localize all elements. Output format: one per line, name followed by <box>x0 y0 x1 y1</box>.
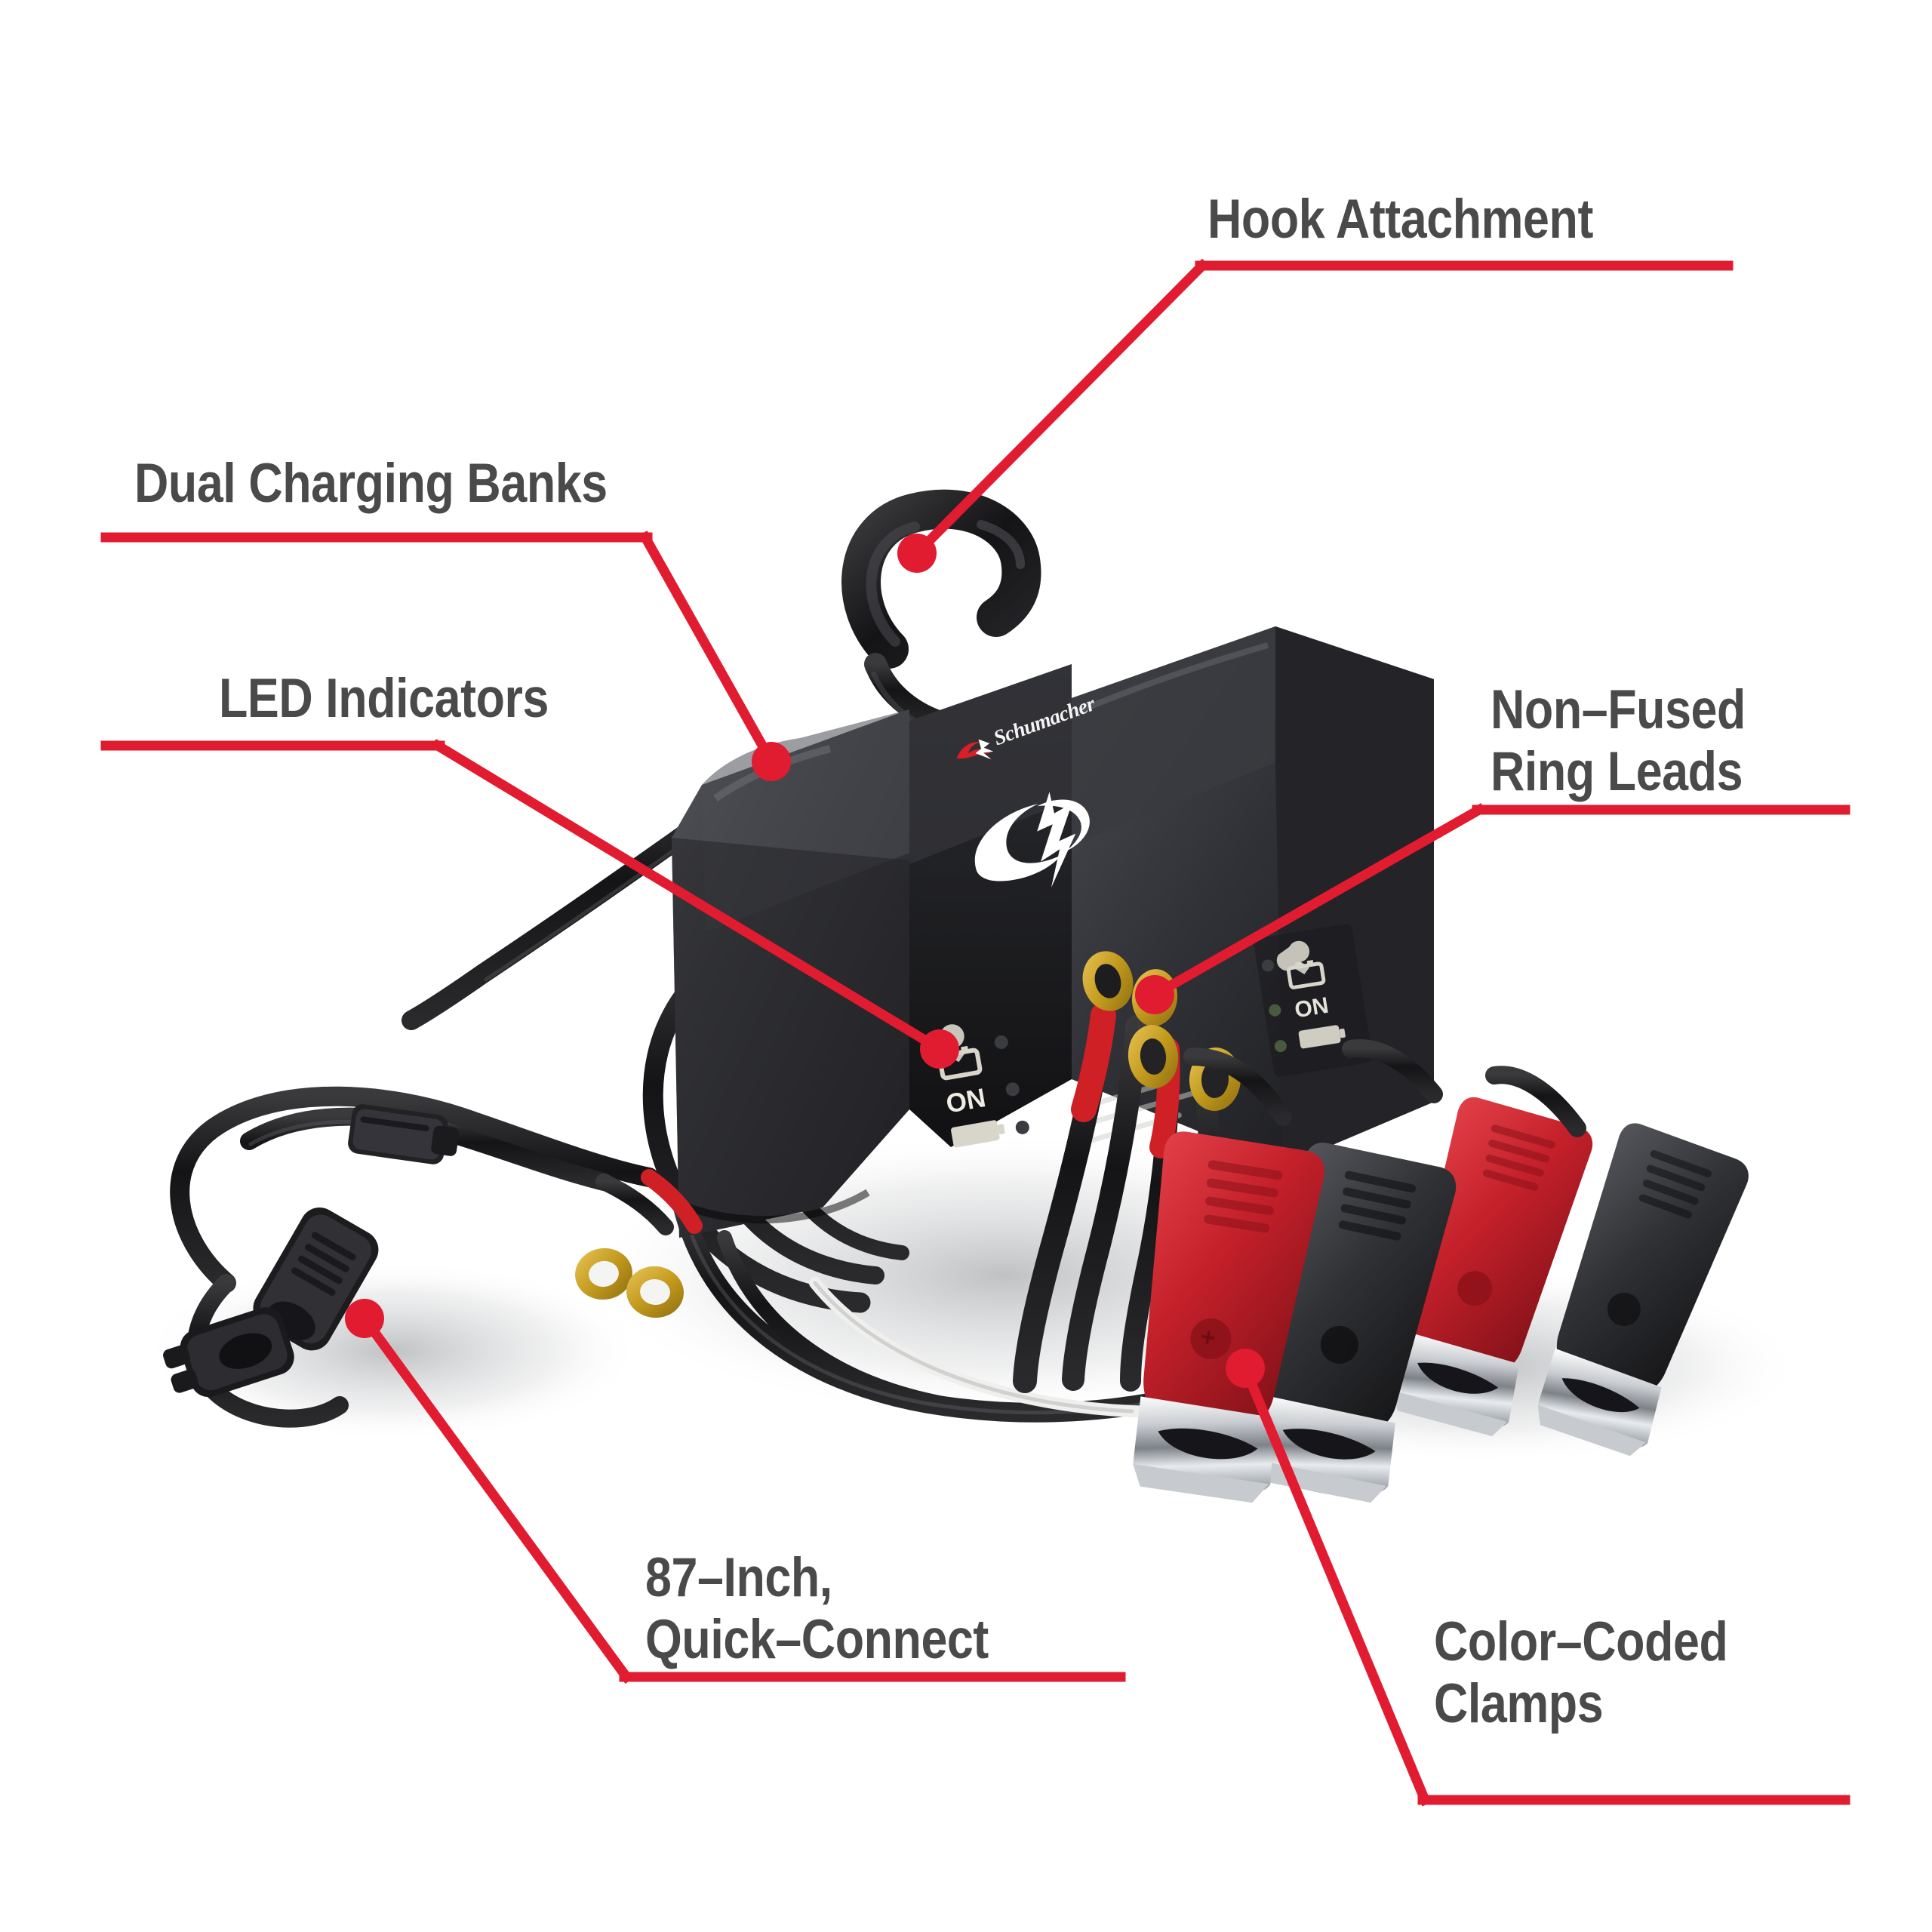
leader-non-fused-ring-leads <box>1135 803 1850 1014</box>
sae-connector <box>253 1208 379 1351</box>
callout-label-dual-charging-banks: Dual Charging Banks <box>134 453 608 514</box>
brand-logo <box>974 792 1090 888</box>
clamp-group: + <box>1133 1039 1749 1503</box>
negative-clamp-2 <box>1537 1123 1749 1457</box>
callout-label-hook-attachment: Hook Attachment <box>1208 189 1593 250</box>
leader-led-indicators <box>100 739 959 1069</box>
leader-quick-connect <box>345 1299 1126 1684</box>
leader-color-coded-clamps <box>1226 1349 1850 1807</box>
ring-lead-cables <box>1013 951 1241 1393</box>
quick-connect-harness <box>163 1086 703 1428</box>
callout-label-color-coded-clamps: Color–Coded Clamps <box>1434 1611 1728 1734</box>
svg-text:ON: ON <box>1293 993 1331 1023</box>
positive-clamp-2 <box>1393 1097 1593 1437</box>
callout-label-quick-connect: 87–Inch, Quick–Connect <box>645 1547 989 1670</box>
harness-ring-terminals <box>575 1169 703 1318</box>
leader-hook-attachment <box>897 258 1734 573</box>
leader-dual-charging-banks <box>100 531 791 781</box>
svg-text:ON: ON <box>944 1083 988 1119</box>
callout-label-non-fused-ring-leads: Non–Fused Ring Leads <box>1491 679 1746 802</box>
sae-dust-cap <box>163 1307 294 1398</box>
inline-fuse-holder <box>348 1104 460 1164</box>
callout-label-led-indicators: LED Indicators <box>219 668 549 729</box>
led-panel-right: ON <box>1254 924 1373 1077</box>
positive-clamp-1: + <box>1133 1131 1324 1503</box>
